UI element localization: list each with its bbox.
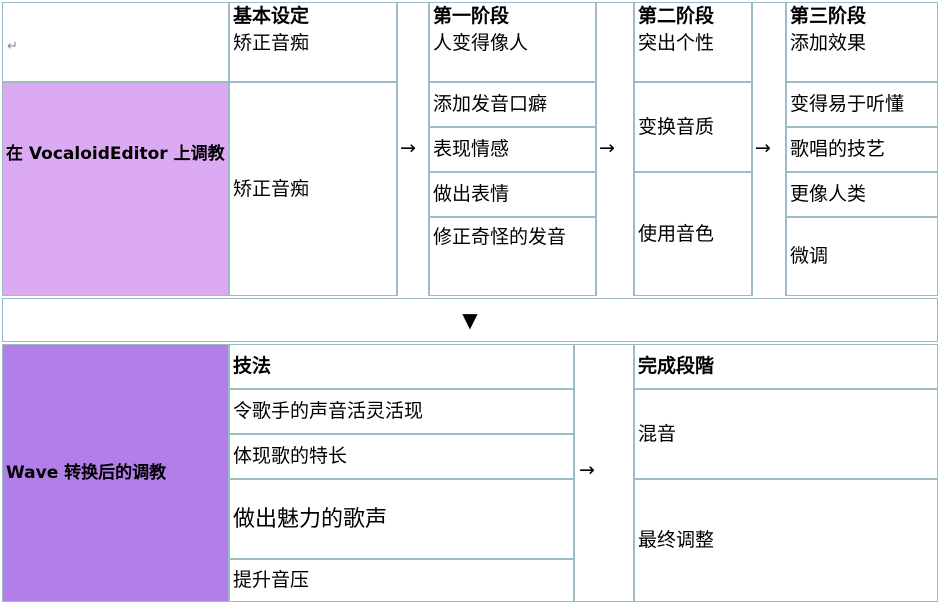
- stage2-item-text: 使用音色: [638, 222, 715, 245]
- stage2-item-text: 变换音质: [638, 115, 715, 138]
- corner-cell: ↵: [2, 2, 229, 82]
- tech-title: 技法: [233, 355, 272, 377]
- stage1-item: 添加发音口癖: [429, 82, 596, 127]
- tech-item-text: 做出魅力的歌声: [233, 506, 388, 532]
- arrow-column-1: →: [397, 2, 429, 296]
- editor-label-cell: 在 VocaloidEditor 上调教: [2, 82, 229, 296]
- stage3-item-text: 更像人类: [790, 183, 867, 205]
- stage1-item-text: 添加发音口癖: [433, 93, 548, 115]
- stage2-header-cell: 第二阶段 突出个性: [634, 2, 752, 82]
- stage2-item: 变换音质: [634, 82, 752, 172]
- final-item-text: 最终调整: [638, 529, 715, 551]
- arrow-icon-2: →: [599, 137, 615, 159]
- final-item: 混音: [634, 389, 938, 479]
- stage1-item-text: 修正奇怪的发音: [433, 226, 567, 248]
- divider-row: ▼: [2, 298, 938, 342]
- final-item-text: 混音: [638, 422, 677, 445]
- down-triangle-icon: ▼: [462, 308, 478, 332]
- tech-header-cell: 技法: [229, 344, 574, 389]
- stage2-title: 第二阶段: [638, 5, 715, 27]
- stage1-item-text: 做出表情: [433, 183, 510, 205]
- tech-item-text: 令歌手的声音活灵活现: [233, 400, 424, 422]
- stage3-item: 微调: [786, 217, 938, 296]
- final-item: 最终调整: [634, 479, 938, 602]
- stage1-item: 表现情感: [429, 127, 596, 172]
- basic-title: 基本设定: [233, 5, 310, 27]
- tech-item: 令歌手的声音活灵活现: [229, 389, 574, 434]
- arrow-column-3: →: [752, 2, 786, 296]
- stage3-item: 更像人类: [786, 172, 938, 217]
- arrow-icon-4: →: [579, 459, 595, 481]
- stage3-header-cell: 第三阶段 添加效果: [786, 2, 938, 82]
- basic-body-text: 矫正音痴: [233, 177, 310, 200]
- stage3-subtitle: 添加效果: [790, 32, 867, 54]
- basic-header-cell: 基本设定 矫正音痴: [229, 2, 397, 82]
- stage1-item: 做出表情: [429, 172, 596, 217]
- basic-body-cell: 矫正音痴: [229, 82, 397, 296]
- stage2-item: 使用音色: [634, 172, 752, 296]
- stage3-title: 第三阶段: [790, 5, 867, 27]
- stage2-subtitle: 突出个性: [638, 32, 715, 54]
- tech-item: 提升音压: [229, 559, 574, 602]
- arrow-icon-3: →: [755, 137, 771, 159]
- stage1-subtitle: 人变得像人: [433, 32, 529, 54]
- stage3-item: 变得易于听懂: [786, 82, 938, 127]
- arrow-icon-1: →: [400, 137, 416, 159]
- tech-item: 体现歌的特长: [229, 434, 574, 479]
- stage1-header-cell: 第一阶段 人变得像人: [429, 2, 596, 82]
- stage1-item-text: 表现情感: [433, 138, 510, 160]
- basic-subtitle: 矫正音痴: [233, 32, 310, 54]
- arrow-column-4: →: [574, 344, 634, 602]
- arrow-column-2: →: [596, 2, 634, 296]
- stage3-item-text: 微调: [790, 245, 829, 267]
- final-title: 完成段階: [638, 355, 715, 377]
- stage1-title: 第一阶段: [433, 5, 510, 27]
- wave-label-cell: Wave 转换后的调教: [2, 344, 229, 602]
- stage3-item-text: 变得易于听懂: [790, 93, 905, 115]
- tech-item-text: 体现歌的特长: [233, 445, 348, 467]
- stage3-item-text: 歌唱的技艺: [790, 138, 886, 160]
- stage1-item: 修正奇怪的发音: [429, 217, 596, 296]
- stage3-item: 歌唱的技艺: [786, 127, 938, 172]
- paragraph-mark: ↵: [7, 39, 18, 54]
- wave-label: Wave 转换后的调教: [6, 462, 167, 483]
- tech-item-text: 提升音压: [233, 569, 310, 591]
- editor-label: 在 VocaloidEditor 上调教: [6, 144, 225, 164]
- tech-item: 做出魅力的歌声: [229, 479, 574, 559]
- final-header-cell: 完成段階: [634, 344, 938, 389]
